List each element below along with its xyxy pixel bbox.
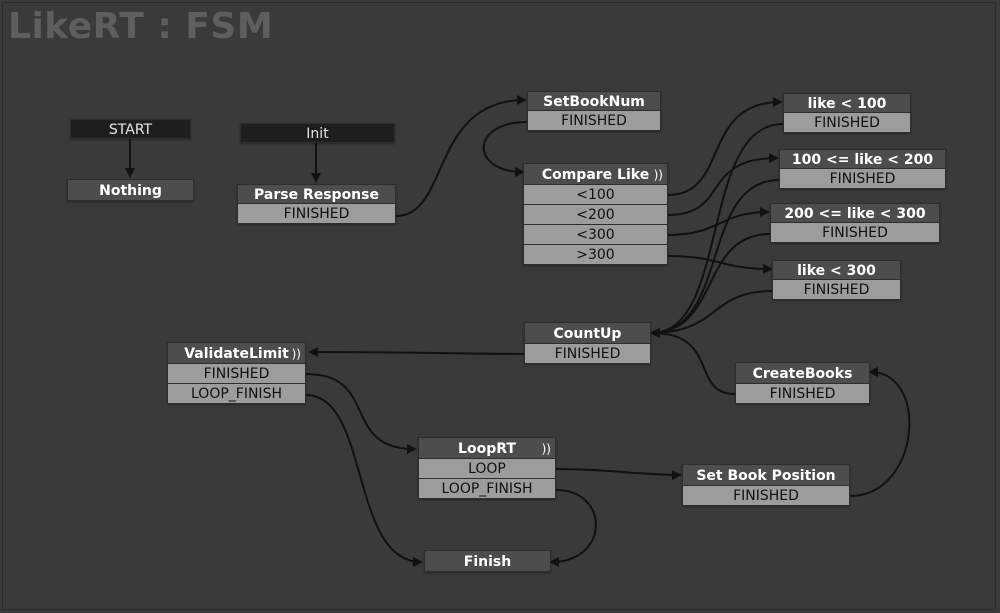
edge-gt300-like-lt-300 [667, 255, 773, 274]
state-create-books-label: CreateBooks [735, 362, 870, 384]
state-like-200-300[interactable]: 200 <= like < 300 FINISHED [770, 203, 940, 243]
state-set-book-position-label: Set Book Position [682, 464, 850, 486]
state-like-100-200[interactable]: 100 <= like < 200 FINISHED [779, 149, 946, 189]
state-like-200-300-label: 200 <= like < 300 [770, 203, 940, 223]
edge-lt200-like-100-200 [667, 153, 779, 216]
state-like-lt-300[interactable]: like < 300 FINISHED [772, 260, 901, 300]
edge-lt300-like-200-300 [667, 207, 770, 236]
sub-fsm-icon: )) [653, 168, 663, 182]
transition-finished[interactable]: FINISHED [772, 280, 901, 300]
transition-loop[interactable]: LOOP [418, 459, 556, 479]
edge-validatelimit-looprt [305, 373, 417, 454]
transition-finished[interactable]: FINISHED [682, 486, 850, 506]
state-set-book-num-label: SetBookNum [527, 91, 661, 111]
edge-looprt-setbookposition [555, 468, 682, 480]
edge-like-lt-300-countup [650, 290, 773, 338]
state-like-lt-100-label: like < 100 [783, 93, 911, 113]
state-parse-response[interactable]: Parse Response FINISHED [237, 184, 396, 224]
edge-validatelimit-finish [305, 394, 423, 567]
state-validate-limit-label: ValidateLimit [184, 346, 289, 362]
state-start[interactable]: START [70, 119, 191, 139]
edge-parse-response-setbooknum [395, 95, 527, 217]
transition-lt-100[interactable]: <100 [523, 185, 668, 205]
edge-setbookposition-createbooks [849, 367, 911, 497]
state-create-books[interactable]: CreateBooks FINISHED [735, 362, 870, 404]
transition-finished[interactable]: FINISHED [237, 204, 396, 224]
edge-lt100-like-lt-100 [667, 97, 783, 196]
transition-loop-finish[interactable]: LOOP_FINISH [418, 479, 556, 499]
fsm-title: LikeRT : FSM [8, 6, 274, 47]
sub-fsm-icon: )) [541, 442, 551, 456]
state-compare-like-label: Compare Like [541, 167, 650, 183]
sub-fsm-icon: )) [291, 347, 301, 361]
transition-loop-finish[interactable]: LOOP_FINISH [167, 384, 306, 404]
state-start-label: START [70, 119, 191, 139]
transition-gt-300[interactable]: >300 [523, 245, 668, 265]
state-count-up-label: CountUp [524, 322, 651, 344]
state-count-up[interactable]: CountUp FINISHED [524, 322, 651, 364]
state-set-book-position[interactable]: Set Book Position FINISHED [682, 464, 850, 506]
state-like-100-200-label: 100 <= like < 200 [779, 149, 946, 169]
transition-finished[interactable]: FINISHED [783, 113, 911, 133]
state-nothing-label: Nothing [67, 179, 194, 201]
edge-like-200-300-countup [650, 233, 771, 338]
state-finish-label: Finish [424, 550, 551, 572]
state-validate-limit-header: ValidateLimit )) [167, 342, 306, 364]
edge-like-lt-100-countup [650, 123, 784, 338]
state-compare-like[interactable]: Compare Like )) <100 <200 <300 >300 [523, 163, 668, 265]
edge-createbooks-countup [650, 328, 736, 395]
edge-setbooknum-compare-like [482, 121, 528, 177]
transition-finished[interactable]: FINISHED [167, 364, 306, 384]
state-compare-like-header: Compare Like )) [523, 163, 668, 185]
transition-finished[interactable]: FINISHED [770, 223, 940, 243]
edge-countup-validatelimit [308, 347, 525, 358]
state-init-label: Init [240, 123, 395, 143]
transition-finished[interactable]: FINISHED [527, 111, 661, 131]
state-like-lt-100[interactable]: like < 100 FINISHED [783, 93, 911, 133]
state-like-lt-300-label: like < 300 [772, 260, 901, 280]
state-loop-rt-label: LoopRT [458, 441, 516, 457]
state-nothing[interactable]: Nothing [67, 179, 194, 201]
transition-finished[interactable]: FINISHED [735, 384, 870, 404]
state-parse-response-label: Parse Response [237, 184, 396, 204]
edge-looprt-finish [549, 489, 597, 567]
state-validate-limit[interactable]: ValidateLimit )) FINISHED LOOP_FINISH [167, 342, 306, 404]
state-loop-rt-header: LoopRT )) [418, 437, 556, 459]
edge-like-100-200-countup [650, 179, 780, 338]
transition-finished[interactable]: FINISHED [524, 344, 651, 364]
transition-lt-200[interactable]: <200 [523, 205, 668, 225]
state-set-book-num[interactable]: SetBookNum FINISHED [527, 91, 661, 131]
state-loop-rt[interactable]: LoopRT )) LOOP LOOP_FINISH [418, 437, 556, 499]
transition-finished[interactable]: FINISHED [779, 169, 946, 189]
state-finish[interactable]: Finish [424, 550, 551, 572]
transition-lt-300[interactable]: <300 [523, 225, 668, 245]
state-init[interactable]: Init [240, 123, 395, 143]
